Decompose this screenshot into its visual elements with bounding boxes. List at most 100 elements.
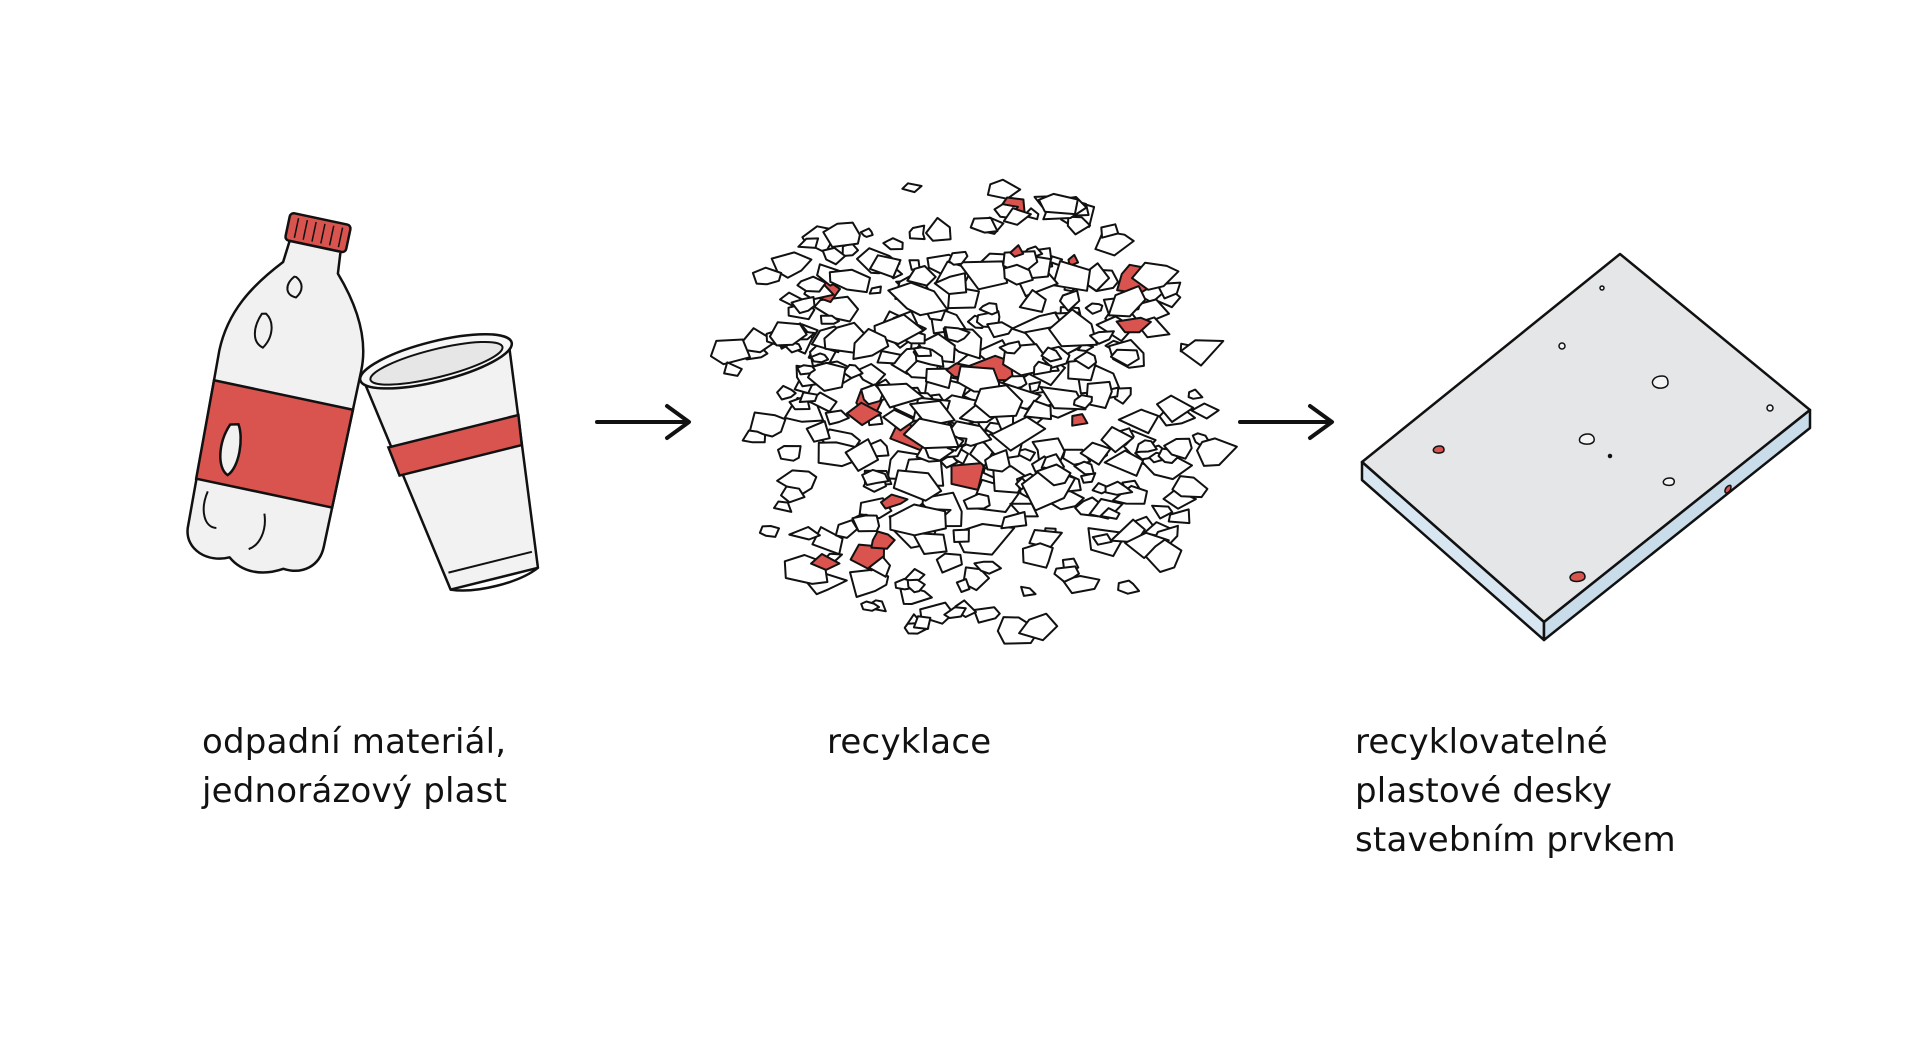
plastic-flake	[805, 420, 831, 443]
plastic-flake	[1156, 394, 1195, 423]
plastic-flake	[796, 275, 827, 293]
plastic-flake	[1009, 244, 1025, 258]
plastic-flake	[1104, 480, 1134, 496]
plastic-flake	[1111, 484, 1148, 505]
label-line: plastové desky	[1355, 771, 1613, 811]
step-label-recycled-boards: recyklovatelné plastové desky stavebním …	[1355, 718, 1676, 865]
plastic-flake	[822, 221, 861, 248]
plastic-flake	[1020, 585, 1037, 597]
plastic-flake	[1144, 538, 1183, 573]
plastic-flake	[889, 503, 947, 537]
plastic-flake	[1003, 263, 1034, 286]
plastic-flake	[978, 302, 999, 316]
plastic-flake	[962, 492, 991, 510]
plastic-flake	[876, 350, 902, 365]
plastic-flake	[844, 438, 880, 472]
plastic-flake	[986, 178, 1022, 200]
plastic-flake	[984, 449, 1011, 473]
plastic-flake	[798, 391, 819, 403]
plastic-flake	[821, 246, 847, 266]
plastic-flake	[906, 265, 937, 287]
plastic-flake	[969, 216, 999, 234]
plastic-flake	[912, 615, 932, 630]
plastic-flake	[709, 338, 751, 366]
plastic-flake	[933, 272, 968, 295]
plastic-flake	[1066, 215, 1092, 236]
plastic-flake	[1088, 498, 1124, 520]
plastic-flake	[973, 560, 1002, 575]
plastic-bottle	[186, 211, 365, 574]
plastic-flake	[1053, 565, 1080, 583]
plastic-flake	[955, 578, 971, 593]
plastic-flake	[859, 227, 874, 238]
plastic-flake	[741, 429, 767, 444]
plastic-flake	[770, 251, 813, 279]
plastic-flake	[1187, 388, 1204, 400]
plastic-flake	[758, 525, 780, 538]
plastic-flake	[1091, 533, 1113, 546]
plastic-flake	[868, 285, 882, 295]
plastic-flake	[908, 224, 926, 241]
plastic-flake	[1190, 402, 1220, 420]
plastic-flake	[776, 384, 797, 401]
plastic-flake	[1080, 472, 1097, 484]
plastic-flake	[790, 296, 816, 315]
right-arrow-icon	[1238, 404, 1334, 440]
plastic-flake	[906, 578, 926, 594]
label-line: jednorázový plast	[202, 771, 508, 811]
plastic-flake	[1167, 508, 1191, 525]
plastic-flake	[952, 528, 970, 543]
plastic-flake	[870, 530, 896, 550]
plastic-flake	[768, 321, 808, 347]
plastic-flake	[773, 500, 793, 513]
plastic-flake	[1018, 289, 1047, 313]
label-line: stavebním prvkem	[1355, 820, 1676, 860]
plastic-flake	[861, 468, 890, 486]
plastic-flake	[1028, 381, 1042, 394]
plastic-flake	[1163, 437, 1193, 460]
plastic-flake	[882, 408, 917, 432]
label-line: odpadní materiál,	[202, 722, 507, 762]
plastic-flake	[869, 254, 902, 279]
recycled-plastic-board-illustration	[1360, 252, 1812, 642]
plastic-flake	[1052, 260, 1091, 292]
plastic-flake	[935, 552, 963, 574]
plastic-flake	[1109, 348, 1140, 367]
plastic-flake	[777, 445, 802, 462]
plastic-flake	[973, 384, 1024, 419]
plastic-flake	[1000, 511, 1028, 530]
plastic-flake	[1124, 531, 1170, 559]
plastic-flake	[797, 237, 820, 249]
plastic-flake	[751, 266, 783, 286]
plastic-flake	[1037, 192, 1079, 216]
plastic-flake	[1084, 302, 1104, 315]
plastic-flake	[943, 606, 967, 619]
plastic-flake	[841, 242, 859, 257]
plastic-flake	[810, 553, 841, 571]
plastic-bottle-and-cup-illustration	[186, 211, 540, 592]
plastic-flake	[1059, 289, 1081, 312]
plastic-flake	[944, 326, 971, 343]
plastic-flake	[948, 250, 969, 266]
plastic-flake	[852, 327, 890, 360]
plastic-flake	[1107, 285, 1147, 318]
plastic-flake	[911, 532, 948, 555]
plastic-flake	[868, 555, 891, 578]
plastic-flake	[973, 606, 1001, 624]
plastic-flake	[950, 461, 986, 491]
shredded-plastic-flakes-illustration	[709, 178, 1238, 645]
plastic-flake	[875, 382, 925, 409]
plastic-flake	[1021, 542, 1054, 569]
plastic-flake	[912, 346, 932, 358]
plastic-flake	[1103, 449, 1145, 477]
plastic-flake	[788, 526, 821, 541]
plastic-flake	[810, 352, 830, 364]
plastic-flake	[892, 469, 943, 502]
plastic-flake	[1089, 330, 1115, 345]
plastic-flake	[1073, 350, 1098, 370]
label-line: recyklovatelné	[1355, 722, 1608, 762]
plastic-flake	[780, 485, 806, 504]
plastic-flake	[1131, 261, 1180, 291]
plastic-flake	[1135, 439, 1158, 453]
